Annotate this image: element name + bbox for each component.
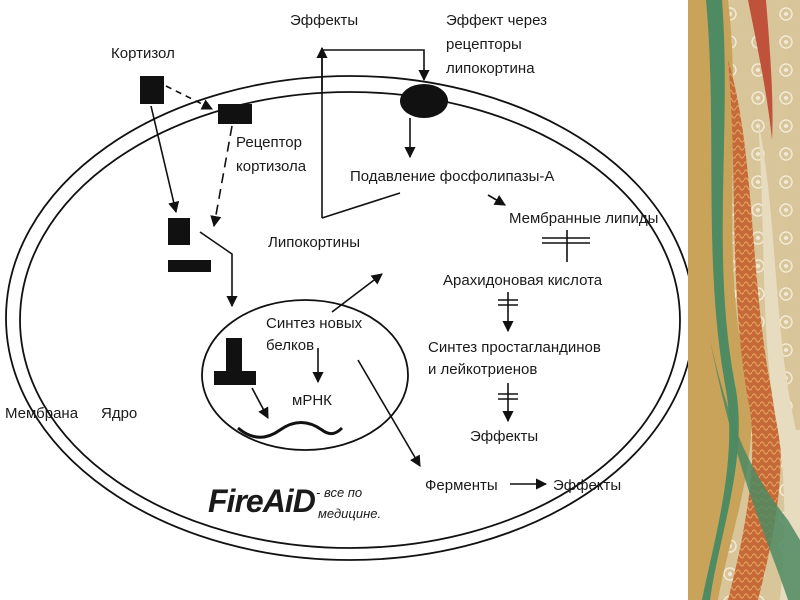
cortisol-mechanism-diagram: Эффекты Эффект через рецепторы липокорти…	[5, 12, 695, 561]
label-lipocortin-effect-1: Эффект через	[446, 12, 547, 29]
label-effects-top: Эффекты	[290, 12, 358, 29]
label-effects-bottom: Эффекты	[553, 477, 621, 494]
label-cortisol-receptor-1: Рецептор	[236, 134, 302, 151]
label-prostaglandin-synthesis-1: Синтез простагландинов	[428, 339, 601, 356]
pathway-arrows	[150, 46, 568, 490]
dna-bound-complex-top	[226, 338, 242, 374]
label-phospholipase-suppression: Подавление фосфолипазы-А	[350, 168, 554, 185]
nucleus	[201, 299, 409, 451]
cortisol-receptor-shape	[218, 104, 252, 124]
arrow-suppression-to-lipids	[487, 194, 506, 206]
arrow-complex-to-mrna-wave	[251, 387, 269, 419]
watermark-logo: FireAiD	[208, 483, 316, 519]
arrow-synthesis-to-enzymes	[357, 359, 421, 467]
label-lipocortin-effect-3: липокортина	[446, 60, 535, 77]
label-nucleus: Ядро	[101, 405, 137, 422]
label-effects-middle: Эффекты	[470, 428, 538, 445]
label-cortisol: Кортизол	[111, 45, 175, 62]
label-mrna: мРНК	[292, 392, 332, 409]
mrna-wave	[237, 421, 344, 439]
cortisol-molecule	[140, 76, 164, 104]
watermark-tagline-2: медицине.	[318, 506, 381, 521]
arrow-receptor-to-complex	[210, 125, 233, 228]
fireaid-watermark: FireAiD - все по медицине.	[208, 483, 381, 521]
label-cortisol-receptor-2: кортизола	[236, 158, 307, 175]
complex-upper-block	[168, 218, 190, 245]
complex-lower-block	[168, 260, 211, 272]
decorative-side-border	[688, 0, 800, 600]
label-lipocortin-effect-2: рецепторы	[446, 36, 522, 53]
label-new-protein-synthesis-1: Синтез новых	[266, 315, 363, 332]
dna-bound-complex-base	[214, 371, 256, 385]
label-membrane-lipids: Мембранные липиды	[509, 210, 658, 227]
arrow-lipocortins-to-effects	[321, 49, 430, 218]
arrow-lipocortins-to-suppression	[321, 192, 401, 219]
block-marks	[498, 237, 590, 400]
arrow-cortisol-into-cell	[150, 105, 180, 214]
label-new-protein-synthesis-2: белков	[266, 337, 314, 354]
arrow-cortisol-to-receptor	[165, 85, 214, 110]
arrow-synthesis-to-lipocortins	[331, 273, 383, 313]
watermark-tagline-1: - все по	[316, 485, 362, 500]
label-arachidonic-acid: Арахидоновая кислота	[443, 272, 603, 289]
label-enzymes: Ферменты	[425, 477, 498, 494]
label-lipocortins: Липокортины	[268, 234, 360, 251]
label-membrane: Мембрана	[5, 405, 79, 422]
label-prostaglandin-synthesis-2: и лейкотриенов	[428, 361, 537, 378]
arrow-complex-to-nucleus	[199, 231, 238, 308]
lipocortin-receptor-shape	[400, 84, 448, 118]
